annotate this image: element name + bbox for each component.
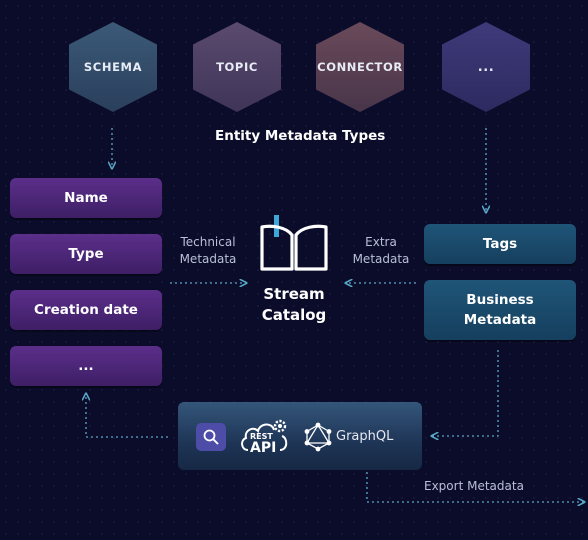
business-line2: Metadata	[463, 312, 537, 328]
entity-types-caption: Entity Metadata Types	[215, 128, 386, 144]
catalog-line1: Stream	[263, 285, 325, 303]
search-icon[interactable]	[196, 423, 226, 451]
field-more-box: ...	[10, 346, 162, 386]
technical-label-line1: Technical	[180, 235, 236, 249]
catalog-line2: Catalog	[261, 306, 327, 324]
business-to-api-arrow	[432, 350, 499, 436]
field-name-box: Name	[10, 178, 162, 218]
stream-catalog-label: Stream Catalog	[246, 284, 342, 326]
export-metadata-label: Export Metadata	[424, 479, 524, 493]
technical-metadata-label: Technical Metadata	[172, 234, 244, 268]
technical-label-line2: Metadata	[179, 252, 237, 266]
graphql-icon[interactable]	[304, 422, 332, 452]
rest-api-icon[interactable]: REST API	[238, 414, 292, 460]
extra-label-line2: Metadata	[352, 252, 410, 266]
tags-box: Tags	[424, 224, 576, 264]
business-metadata-box: Business Metadata	[424, 280, 576, 340]
field-creation-date-box: Creation date	[10, 290, 162, 330]
extra-metadata-label: Extra Metadata	[346, 234, 416, 268]
field-type-box: Type	[10, 234, 162, 274]
business-line1: Business	[466, 292, 534, 308]
api-to-fields-arrow	[86, 394, 168, 438]
book-icon	[258, 213, 330, 275]
export-arrow	[366, 472, 584, 502]
extra-label-line1: Extra	[365, 235, 397, 249]
api-label: API	[250, 440, 277, 456]
graphql-label[interactable]: GraphQL	[336, 429, 394, 444]
rest-label: REST	[250, 432, 273, 441]
